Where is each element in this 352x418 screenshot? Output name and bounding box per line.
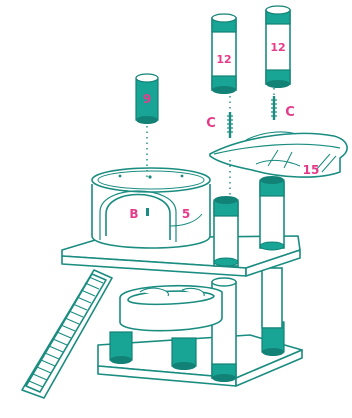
label-house-b: B xyxy=(129,207,138,221)
label-post-12-right: 12 xyxy=(270,41,285,54)
upper-post-back xyxy=(260,176,284,250)
upper-post-front xyxy=(214,196,238,266)
tall-post-back xyxy=(262,268,282,328)
bottom-post-back-left xyxy=(110,332,132,364)
hammock xyxy=(210,132,347,177)
label-post-9: 9 xyxy=(143,92,151,106)
label-screw-c-right: C xyxy=(285,105,295,120)
cat-house xyxy=(92,168,210,248)
basket-bed xyxy=(120,286,222,331)
label-screw-c-left: C xyxy=(206,116,216,131)
label-post-12-left: 12 xyxy=(216,53,231,66)
ramp xyxy=(22,270,112,398)
screw-right xyxy=(271,96,277,120)
bottom-post-center xyxy=(172,338,196,370)
label-house-5: 5 xyxy=(182,207,190,221)
screw-left xyxy=(227,112,233,138)
label-hammock-15: 15 xyxy=(303,163,320,177)
